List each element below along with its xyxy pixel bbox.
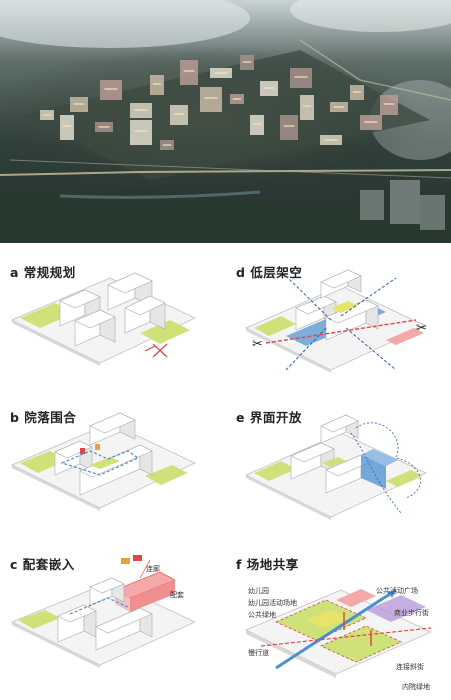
- diagram-panel-e: e 界面开放: [226, 403, 451, 553]
- aerial-rendering: [0, 0, 451, 243]
- label-connect-slope: 连接斜街: [396, 663, 424, 671]
- label-inner-green: 内院绿地: [402, 683, 430, 691]
- red-axis-arrow: [265, 319, 417, 344]
- isometric-diagram-a: [11, 272, 196, 366]
- isometric-diagram-b: [11, 412, 196, 511]
- diagram-panel-c: c 配套嵌入 连廊 配套: [0, 550, 225, 700]
- label-public-plaza: 公共活动广场: [376, 587, 418, 595]
- label-commercial-street: 商业步行街: [394, 609, 429, 617]
- panel-title: c 配套嵌入: [10, 557, 75, 572]
- green-space: [140, 320, 190, 344]
- label-facility: 配套: [170, 591, 184, 599]
- open-arrows: [285, 275, 397, 371]
- panel-title: b 院落围合: [10, 410, 77, 425]
- scissors-icon: ✂: [252, 337, 263, 352]
- diagram-panel-a: a 常规规划: [0, 258, 225, 408]
- label-kg-activity: 幼儿园活动场地: [248, 599, 297, 607]
- scissors-icon: ✂: [416, 321, 427, 336]
- panel-title: a 常规规划: [10, 265, 76, 280]
- label-slow-lane: 慢行道: [248, 649, 269, 657]
- isometric-diagram-d: ✂ ✂: [245, 269, 427, 373]
- diagram-panel-b: b 院落围合: [0, 403, 225, 553]
- isometric-diagram-c: [11, 555, 196, 668]
- isometric-diagram-e: [245, 414, 427, 520]
- circulation-loop: [60, 450, 140, 476]
- label-public-green: 公共绿地: [248, 611, 276, 619]
- slow-lane-arrow: [275, 588, 397, 670]
- site-plan-diagram-f: [245, 588, 432, 678]
- panel-title: e 界面开放: [236, 410, 302, 425]
- panel-title: d 低层架空: [236, 265, 303, 280]
- label-kindergarten: 幼儿园: [248, 587, 269, 595]
- diagram-panel-f: f 场地共享 幼儿园 幼儿园活动场地 公共绿地 慢行道 公共活动广场 商业步行街…: [226, 550, 451, 700]
- label-connect: 连廊: [146, 565, 160, 573]
- diagram-panel-d: d 低层架空 ✂ ✂: [226, 258, 451, 408]
- red-cross-mark: [144, 343, 168, 358]
- panel-title: f 场地共享: [236, 557, 299, 572]
